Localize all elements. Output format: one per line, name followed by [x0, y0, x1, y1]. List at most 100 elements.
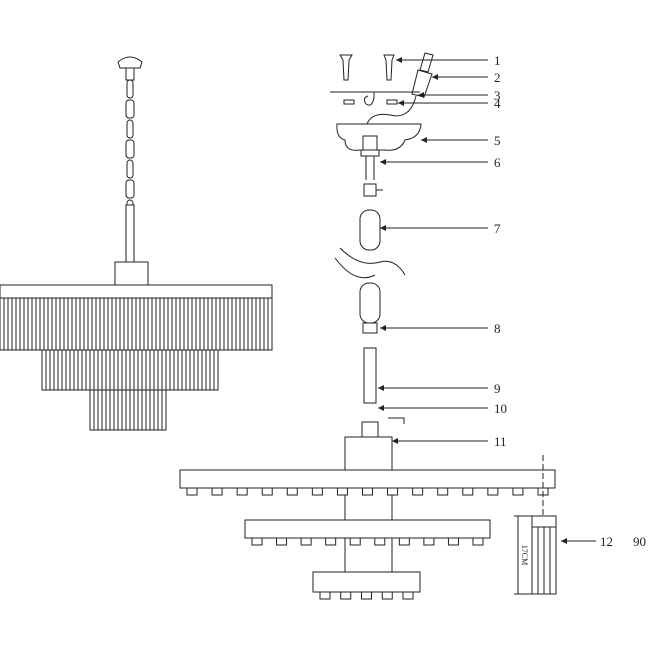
- crystal: [39, 297, 45, 351]
- crystal: [7, 297, 13, 351]
- crystal: [53, 349, 59, 391]
- crystal: [209, 349, 215, 391]
- crystal: [167, 297, 173, 351]
- bulb-socket: [381, 591, 393, 600]
- part-number-9: 9: [494, 381, 501, 396]
- bulb-socket: [349, 537, 361, 546]
- crystal: [109, 389, 115, 431]
- chain-link: [126, 119, 134, 139]
- body-icon: [344, 436, 393, 471]
- part-number-3: 3: [494, 88, 501, 103]
- crystal: [117, 389, 123, 431]
- left-chain: [125, 79, 135, 219]
- bulb-socket: [361, 591, 372, 600]
- crystal: [243, 297, 249, 351]
- crystal: [205, 349, 211, 391]
- crystal: [195, 297, 201, 351]
- crystal: [191, 297, 197, 351]
- crystal: [119, 297, 125, 351]
- crystal: [129, 389, 135, 431]
- bulb-socket: [325, 537, 337, 546]
- crystal: [255, 297, 261, 351]
- crystal: [121, 389, 127, 431]
- chain-connector-icon: [362, 322, 378, 334]
- crystal: [95, 297, 101, 351]
- crystal: [27, 297, 33, 351]
- crystal: [157, 349, 163, 391]
- part-number-1: 1: [494, 53, 501, 68]
- crystal: [43, 297, 49, 351]
- crystal: [105, 349, 111, 391]
- crystal: [125, 349, 131, 391]
- crystal: [61, 349, 67, 391]
- crystal: [93, 389, 99, 431]
- crystal: [75, 297, 81, 351]
- crystal: [23, 297, 29, 351]
- crystal: [187, 297, 193, 351]
- chain-link: [125, 179, 135, 199]
- crystal: [105, 389, 111, 431]
- crystal: [85, 349, 91, 391]
- crystal: [3, 297, 9, 351]
- crystal: [177, 349, 183, 391]
- crystal: [141, 349, 147, 391]
- tier-1-plate: [0, 284, 273, 299]
- left-canopy: [117, 56, 143, 69]
- crystal: [79, 297, 85, 351]
- crystal: [219, 297, 225, 351]
- crystal: [161, 389, 167, 431]
- tier-2-crystals: [41, 349, 219, 391]
- crystal: [103, 297, 109, 351]
- crystal: [123, 297, 129, 351]
- crystal: [153, 349, 159, 391]
- crystal: [97, 389, 103, 431]
- bulb-socket: [319, 591, 331, 600]
- crystal: [137, 389, 143, 431]
- crystal: [113, 349, 119, 391]
- bulb-socket: [261, 487, 273, 496]
- bulb-sockets: [186, 487, 549, 600]
- tier-3-crystals: [89, 389, 167, 431]
- bulb-socket: [336, 487, 348, 496]
- crystal: [41, 349, 47, 391]
- crystal: [89, 349, 95, 391]
- crystal: [153, 389, 159, 431]
- crystal: [169, 349, 175, 391]
- crystal: [213, 349, 219, 391]
- crystal: [143, 297, 149, 351]
- crystal: [51, 297, 57, 351]
- crystal: [83, 297, 89, 351]
- chain-link: [125, 139, 135, 159]
- canopy-bracket: [362, 135, 378, 151]
- ceiling-hook-icon: [363, 92, 375, 106]
- crystal: [91, 297, 97, 351]
- crystal: [149, 349, 155, 391]
- crystal: [189, 349, 195, 391]
- tier-1-crystals: [0, 297, 273, 351]
- crystal: [161, 349, 167, 391]
- screw-icon: [339, 54, 395, 81]
- crystal: [77, 349, 83, 391]
- bulb-socket: [402, 591, 414, 600]
- bulb-socket: [251, 537, 263, 546]
- crystal: [87, 297, 93, 351]
- chain-link: [125, 99, 135, 119]
- crystal: [193, 349, 199, 391]
- crystal: [165, 349, 171, 391]
- crystal: [135, 297, 141, 351]
- crystal: [97, 349, 103, 391]
- crystal-part-number: 12: [600, 534, 613, 549]
- bulb-socket: [286, 487, 298, 496]
- bulb-socket: [398, 537, 410, 546]
- crystal: [155, 297, 161, 351]
- crystal: [57, 349, 63, 391]
- crystal: [111, 297, 117, 351]
- bulb-socket: [236, 487, 248, 496]
- chain-link-icon: [359, 209, 381, 251]
- crystal: [71, 297, 77, 351]
- crystal: [145, 349, 151, 391]
- chain-link: [126, 79, 134, 99]
- crystal: [35, 297, 41, 351]
